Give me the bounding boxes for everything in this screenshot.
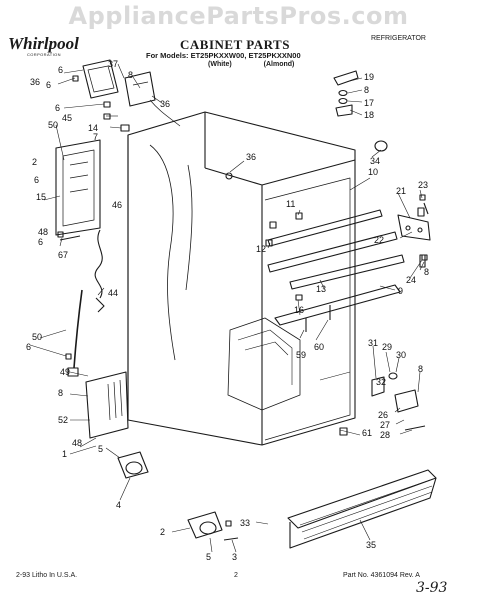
callout: 36 xyxy=(30,77,40,87)
callout: 16 xyxy=(294,305,304,315)
callout: 33 xyxy=(240,518,250,528)
callout: 44 xyxy=(108,288,118,298)
roller-assembly-left xyxy=(117,451,149,479)
callout: 5 xyxy=(98,444,103,454)
callout: 15 xyxy=(36,192,46,202)
callout: 48 xyxy=(38,227,48,237)
callout: 50 xyxy=(32,332,42,342)
thermostat-control xyxy=(82,59,181,127)
leader-lines xyxy=(29,63,425,553)
top-hinge-assembly xyxy=(333,70,388,152)
callout: 59 xyxy=(296,350,306,360)
callout: 19 xyxy=(364,72,374,82)
toe-grille xyxy=(287,469,437,549)
callout: 6 xyxy=(58,65,63,75)
callout: 13 xyxy=(316,284,326,294)
callout: 9 xyxy=(398,286,403,296)
callout: 6 xyxy=(38,237,43,247)
cabinet-rails xyxy=(267,209,405,326)
callout: 28 xyxy=(380,430,390,440)
callout: 6 xyxy=(55,103,60,113)
callout: 49 xyxy=(60,367,70,377)
callout: 7 xyxy=(93,132,98,142)
callout: 36 xyxy=(160,99,170,109)
callout: 23 xyxy=(418,180,428,190)
callout: 61 xyxy=(362,428,372,438)
callout: 34 xyxy=(370,156,380,166)
callout: 14 xyxy=(88,123,98,133)
watermark: AppliancePartsPros.com xyxy=(68,2,409,30)
footer-page-number: 2 xyxy=(234,572,238,579)
color-almond-label: (Almond) xyxy=(263,61,295,68)
callout: 2 xyxy=(32,157,37,167)
callout: 32 xyxy=(376,377,386,387)
callout: 26 xyxy=(378,410,388,420)
callout: 8 xyxy=(364,85,369,95)
model-colors: (White) (Almond) xyxy=(208,61,294,68)
callout: 2 xyxy=(160,527,165,537)
footer-print-info: 2-93 Litho In U.S.A. xyxy=(16,572,78,579)
drain-tube xyxy=(67,289,83,377)
brand-logo: Whirlpool xyxy=(8,34,79,53)
callout: 1 xyxy=(62,449,67,459)
page-title: CABINET PARTS xyxy=(180,37,290,52)
callout: 6 xyxy=(26,342,31,352)
callout: 6 xyxy=(34,175,39,185)
callout: 8 xyxy=(424,267,429,277)
wire-harness xyxy=(94,229,105,313)
callout: 67 xyxy=(58,250,68,260)
callout: 5 xyxy=(206,552,211,562)
callout: 27 xyxy=(380,420,390,430)
appliance-category: REFRIGERATOR xyxy=(371,35,426,42)
callout: 50 xyxy=(48,120,58,130)
callout: 11 xyxy=(286,199,295,209)
cabinet-shell xyxy=(127,111,356,446)
callout: 48 xyxy=(72,438,82,448)
callout: 36 xyxy=(246,152,256,162)
footer-part-number: Part No. 4361094 Rev. A xyxy=(343,572,420,579)
callout: 31 xyxy=(368,338,378,348)
color-white-label: (White) xyxy=(208,61,232,68)
callout: 45 xyxy=(62,113,72,123)
callout: 3 xyxy=(232,552,237,562)
callout: 10 xyxy=(368,167,378,177)
roller-assembly-right xyxy=(187,511,239,541)
callout-numbers: 50 15 6 6 36 6 45 14 37 8 36 7 2 6 46 48… xyxy=(26,59,429,562)
callout: 21 xyxy=(396,186,406,196)
callout: 8 xyxy=(128,70,133,80)
callout: 60 xyxy=(314,342,324,352)
brand-logo-sub: CORPORATION xyxy=(27,52,61,57)
access-panel xyxy=(85,371,129,439)
callout: 8 xyxy=(418,364,423,374)
fasteners xyxy=(57,75,428,527)
callout: 22 xyxy=(374,235,384,245)
leveling-bracket xyxy=(371,372,426,431)
callout: 37 xyxy=(108,59,118,69)
callout: 29 xyxy=(382,342,392,352)
callout: 6 xyxy=(46,80,51,90)
callout: 24 xyxy=(406,275,416,285)
callout: 18 xyxy=(364,110,374,120)
control-housing-left xyxy=(55,139,101,241)
callout: 4 xyxy=(116,500,121,510)
callout: 35 xyxy=(366,540,376,550)
handwritten-date: 3-93 xyxy=(416,580,448,596)
callout: 12 xyxy=(256,244,266,254)
model-list: For Models: ET25PKXXW00, ET25PKXXN00 xyxy=(146,51,301,60)
callout: 46 xyxy=(112,200,122,210)
callout: 52 xyxy=(58,415,68,425)
callout: 30 xyxy=(396,350,406,360)
callout: 8 xyxy=(58,388,63,398)
callout: 17 xyxy=(364,98,374,108)
